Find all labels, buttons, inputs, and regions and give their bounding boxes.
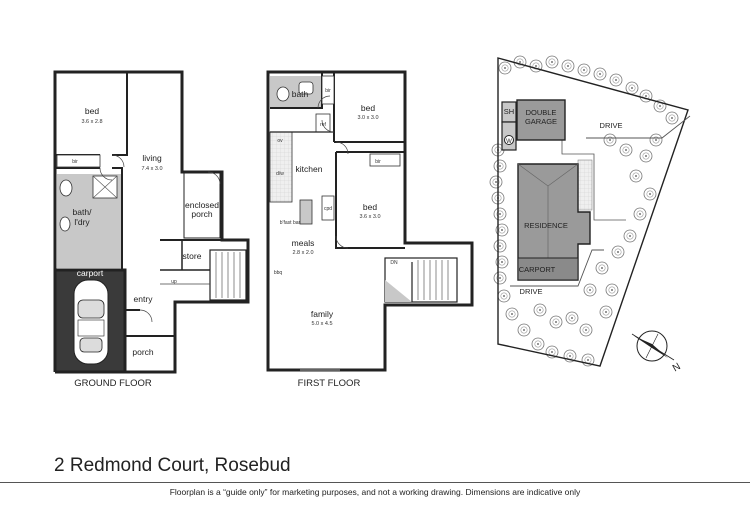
floorplan-drawing: bed 3.6 x 2.8 bir living 7.4 x 3.0 bath/… [53, 55, 691, 389]
disclaimer-text: Floorplan is a “guide only” for marketin… [169, 487, 581, 497]
first-bath-label: bath [292, 89, 309, 99]
garage-label-line2: GARAGE [525, 117, 557, 126]
north-label: N [671, 361, 683, 374]
store-label: store [183, 251, 202, 261]
first-floor-stairs [384, 257, 458, 303]
double-garage [516, 99, 566, 141]
first-toilet-icon [276, 86, 290, 102]
kitchen-label: kitchen [296, 164, 323, 174]
toilet-icon [59, 179, 73, 197]
ground-bed-label: bed [85, 106, 99, 116]
oven-label: ov [277, 138, 283, 144]
north-arrow-icon [631, 330, 675, 362]
site-w-label: W [506, 139, 512, 145]
basin-icon [59, 216, 71, 232]
first-floor-plan: bath bir ref bed 3.0 x 3.0 ov d/w kitche… [266, 70, 474, 389]
bbq-label: bbq [274, 270, 283, 276]
car-icon [73, 279, 109, 365]
stairs-dn-label: DN [390, 260, 398, 266]
meals-dim: 2.8 x 2.0 [292, 250, 313, 256]
first-floor-title: FIRST FLOOR [298, 378, 361, 389]
cupboard-label: cpd [324, 206, 332, 212]
bed-robe [56, 154, 101, 168]
breakfast-bar [299, 199, 313, 225]
ground-floor-title: GROUND FLOOR [74, 378, 152, 389]
bath-label-line2: l'dry [74, 217, 90, 227]
first-bir2-label: bir [375, 159, 381, 165]
enclosed-porch-line2: porch [191, 209, 213, 219]
ground-floor-stairs [160, 249, 247, 301]
family-dim: 5.0 x 4.5 [311, 321, 332, 327]
family-label: family [311, 309, 334, 319]
ground-floor-outer-wall [53, 70, 250, 374]
site-carport [517, 257, 579, 281]
first-bed2-dim: 3.6 x 3.0 [359, 214, 380, 220]
garage-label-line1: DOUBLE [526, 108, 557, 117]
breakfast-bar-label: b'fast bar [280, 220, 301, 226]
ground-bed-dim: 3.6 x 2.8 [81, 119, 102, 125]
bed-door-swing [111, 154, 125, 168]
meals-label: meals [292, 238, 315, 248]
residence-label: RESIDENCE [524, 221, 568, 230]
site-boundary [497, 57, 689, 367]
porch-label: porch [132, 347, 154, 357]
living-dim: 7.4 x 3.0 [141, 166, 162, 172]
water-tank [504, 135, 514, 145]
cupboard [321, 195, 335, 221]
enclosed-porch-area [183, 171, 221, 239]
first-bed1-dim: 3.0 x 3.0 [357, 115, 378, 121]
first-bir1-label: bir [325, 88, 331, 94]
site-plan: SH W DOUBLE GARAGE DRIVE RESIDENCE CARPO… [489, 55, 691, 374]
property-address: 2 Redmond Court, Rosebud [54, 455, 291, 476]
ground-up-label: up [171, 279, 177, 285]
bath-label-line1: bath/ [73, 207, 93, 217]
drive-bottom-path [510, 249, 604, 287]
site-carport-label: CARPORT [519, 265, 556, 274]
site-sh-label: SH [504, 107, 514, 116]
first-bir2 [369, 153, 401, 167]
footer-divider [0, 482, 750, 483]
living-label: living [142, 153, 162, 163]
first-bed1-label: bed [361, 103, 375, 113]
drive-top-path [586, 115, 691, 139]
entry-label: entry [134, 294, 154, 304]
dishwasher-label: d/w [276, 171, 284, 177]
carport-label: carport [77, 268, 104, 278]
site-drive-top-label: DRIVE [600, 121, 623, 130]
first-bed2-label: bed [363, 202, 377, 212]
ground-floor-plan: bed 3.6 x 2.8 bir living 7.4 x 3.0 bath/… [53, 70, 250, 389]
ground-bir-label: bir [72, 159, 78, 165]
ref-label: ref [320, 122, 326, 128]
enclosed-porch-line1: enclosed [185, 200, 219, 210]
first-basin-icon [298, 81, 314, 95]
site-drive-bottom-label: DRIVE [520, 287, 543, 296]
